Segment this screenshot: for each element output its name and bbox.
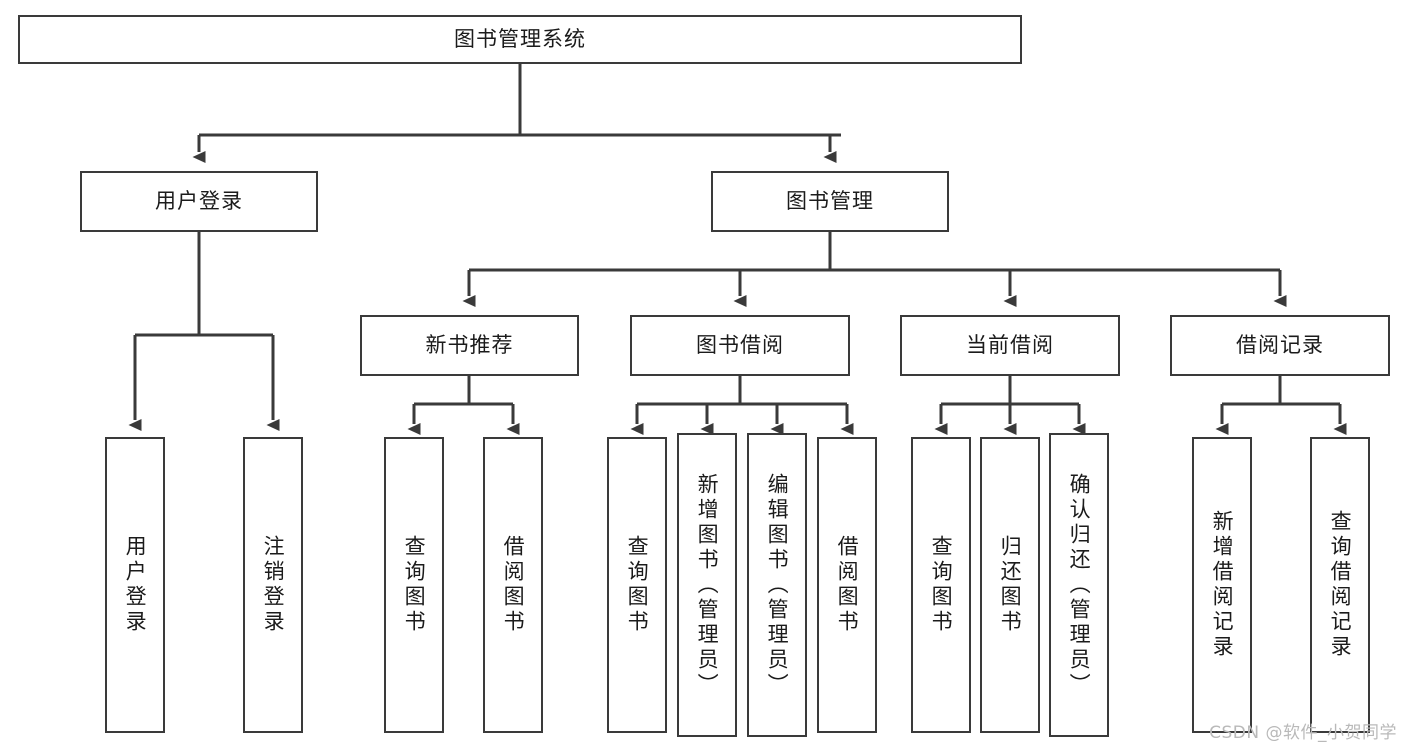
node-user-login[interactable]: 用户登录 (80, 171, 318, 232)
node-root[interactable]: 图书管理系统 (18, 15, 1022, 64)
node-leaf-query-book-2-label: 查询图书 (625, 535, 650, 635)
node-root-label: 图书管理系统 (454, 26, 586, 51)
node-leaf-user-login[interactable]: 用户登录 (105, 437, 165, 733)
node-book-borrow-label: 图书借阅 (696, 332, 784, 357)
node-leaf-borrow-book-1-label: 借阅图书 (501, 535, 526, 635)
node-leaf-confirm-return-admin[interactable]: 确认归还（管理员） (1049, 433, 1109, 737)
node-user-login-label: 用户登录 (155, 188, 243, 213)
node-leaf-query-borrow-record-label: 查询借阅记录 (1328, 510, 1353, 660)
node-leaf-query-book-1[interactable]: 查询图书 (384, 437, 444, 733)
node-leaf-query-borrow-record[interactable]: 查询借阅记录 (1310, 437, 1370, 733)
node-leaf-user-logout-label: 注销登录 (261, 535, 286, 635)
node-book-manage[interactable]: 图书管理 (711, 171, 949, 232)
node-borrow-record[interactable]: 借阅记录 (1170, 315, 1390, 376)
node-new-book-recommend-label: 新书推荐 (425, 332, 514, 357)
node-current-borrow-label: 当前借阅 (966, 332, 1054, 357)
node-leaf-add-borrow-record[interactable]: 新增借阅记录 (1192, 437, 1252, 733)
node-book-borrow[interactable]: 图书借阅 (630, 315, 850, 376)
node-leaf-add-borrow-record-label: 新增借阅记录 (1210, 510, 1235, 660)
node-leaf-query-book-2[interactable]: 查询图书 (607, 437, 667, 733)
node-leaf-return-book[interactable]: 归还图书 (980, 437, 1040, 733)
node-leaf-return-book-label: 归还图书 (998, 535, 1023, 635)
node-leaf-query-book-1-label: 查询图书 (402, 535, 427, 635)
node-leaf-add-book-admin[interactable]: 新增图书（管理员） (677, 433, 737, 737)
node-leaf-borrow-book-2[interactable]: 借阅图书 (817, 437, 877, 733)
node-leaf-user-logout[interactable]: 注销登录 (243, 437, 303, 733)
node-leaf-borrow-book-1[interactable]: 借阅图书 (483, 437, 543, 733)
watermark-text: CSDN @软件_小贺同学 (1209, 723, 1397, 743)
node-current-borrow[interactable]: 当前借阅 (900, 315, 1120, 376)
node-leaf-edit-book-admin-label: 编辑图书（管理员） (765, 472, 790, 698)
node-leaf-query-book-3-label: 查询图书 (929, 535, 954, 635)
node-book-manage-label: 图书管理 (786, 188, 874, 213)
node-new-book-recommend[interactable]: 新书推荐 (360, 315, 579, 376)
node-leaf-confirm-return-admin-label: 确认归还（管理员） (1067, 472, 1092, 698)
node-leaf-query-book-3[interactable]: 查询图书 (911, 437, 971, 733)
node-leaf-borrow-book-2-label: 借阅图书 (835, 535, 860, 635)
node-borrow-record-label: 借阅记录 (1236, 332, 1324, 357)
node-leaf-add-book-admin-label: 新增图书（管理员） (695, 472, 720, 698)
node-leaf-edit-book-admin[interactable]: 编辑图书（管理员） (747, 433, 807, 737)
node-leaf-user-login-label: 用户登录 (123, 535, 148, 635)
